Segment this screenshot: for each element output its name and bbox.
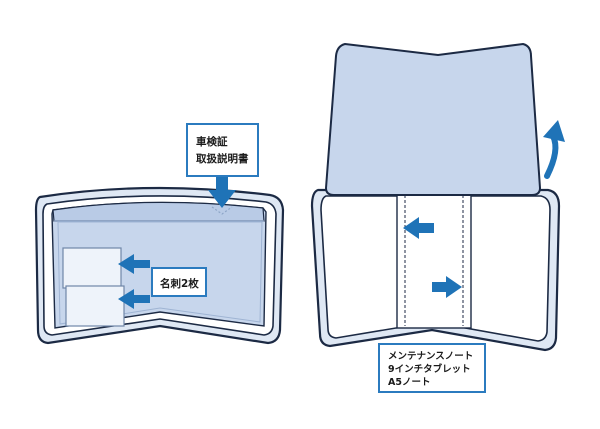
label-notebook-line1: メンテナンスノート xyxy=(388,351,473,362)
right-wallet xyxy=(310,42,561,352)
left-wallet-slot-chevron xyxy=(211,206,233,215)
label-document-line2: 取扱説明書 xyxy=(196,152,249,165)
label-notebook-line2: 9インチタブレット xyxy=(388,363,471,375)
right-wallet-spine xyxy=(396,192,472,329)
label-notebook-pocket: メンテナンスノート 9インチタブレット A5ノート xyxy=(378,343,486,393)
arrow-left-icon xyxy=(403,217,434,239)
label-notebook-line3: A5ノート xyxy=(388,377,430,388)
curved-up-arrow-icon xyxy=(543,120,565,179)
left-wallet-top-slot xyxy=(52,201,265,222)
business-card-top xyxy=(62,247,122,289)
label-document-line1: 車検証 xyxy=(196,135,228,148)
label-business-cards: 名刺2枚 xyxy=(151,267,207,297)
arrow-left-icon xyxy=(118,289,150,309)
arrow-left-icon xyxy=(118,254,150,274)
label-document-pocket: 車検証 取扱説明書 xyxy=(186,123,259,177)
business-card-bottom xyxy=(65,285,125,327)
right-wallet-flap xyxy=(324,42,542,196)
left-wallet xyxy=(34,186,285,345)
label-business-cards-text: 名刺2枚 xyxy=(160,277,199,290)
arrow-right-icon xyxy=(432,276,462,298)
